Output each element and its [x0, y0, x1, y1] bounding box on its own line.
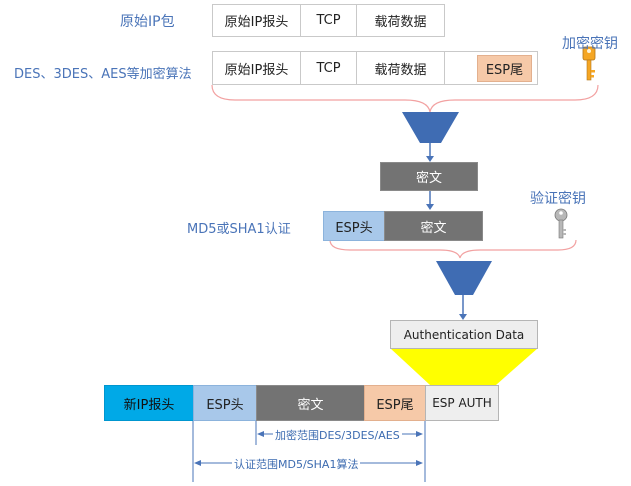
- auth-key-icon: [554, 208, 568, 239]
- encryption-key-icon: [582, 46, 596, 81]
- label-original-ip-packet: 原始IP包: [120, 14, 175, 30]
- auth-funnel: [436, 261, 492, 295]
- auth-trapezoid: [390, 348, 538, 385]
- row2-ip-header: 原始IP报头: [212, 51, 301, 85]
- label-auth-key: 验证密钥: [530, 191, 586, 207]
- final-esp-auth: ESP AUTH: [425, 385, 499, 421]
- arrow-head-1: [426, 156, 434, 162]
- ciphertext-box: 密文: [380, 162, 478, 191]
- row1-ip-header: 原始IP报头: [212, 4, 301, 37]
- final-ciphertext: 密文: [256, 385, 365, 421]
- esp-row-header: ESP头: [323, 211, 385, 241]
- label-encrypt-algorithms: DES、3DES、AES等加密算法: [14, 67, 192, 82]
- brace-ciphertext: [329, 239, 577, 259]
- row2-esp-trailer: ESP尾: [477, 55, 532, 82]
- row1-payload: 载荷数据: [356, 4, 445, 37]
- row1-tcp: TCP: [300, 4, 357, 37]
- encrypt-funnel: [402, 112, 459, 143]
- encryption-range-label: 加密范围DES/3DES/AES: [273, 427, 402, 443]
- esp-row-ciphertext: 密文: [384, 211, 483, 241]
- authentication-data-box: Authentication Data: [390, 320, 538, 349]
- arrow-head-2: [426, 204, 434, 210]
- row2-payload: 载荷数据: [356, 51, 445, 85]
- final-esp-header: ESP头: [193, 385, 257, 421]
- final-new-ip-header: 新IP报头: [104, 385, 194, 421]
- arrow-head-3: [459, 314, 467, 320]
- encryption-range-arrow-right-head: [416, 431, 423, 437]
- label-encryption-key: 加密密钥: [562, 36, 618, 52]
- auth-range-arrow-left-head: [194, 460, 201, 466]
- label-auth-algorithms: MD5或SHA1认证: [187, 222, 291, 237]
- row2-tcp: TCP: [300, 51, 357, 85]
- brace-plaintext: [211, 84, 599, 113]
- auth-range-arrow-right-head: [416, 460, 423, 466]
- encryption-range-arrow-left-head: [257, 431, 264, 437]
- auth-range-label: 认证范围MD5/SHA1算法: [232, 456, 361, 472]
- final-esp-trailer: ESP尾: [364, 385, 426, 421]
